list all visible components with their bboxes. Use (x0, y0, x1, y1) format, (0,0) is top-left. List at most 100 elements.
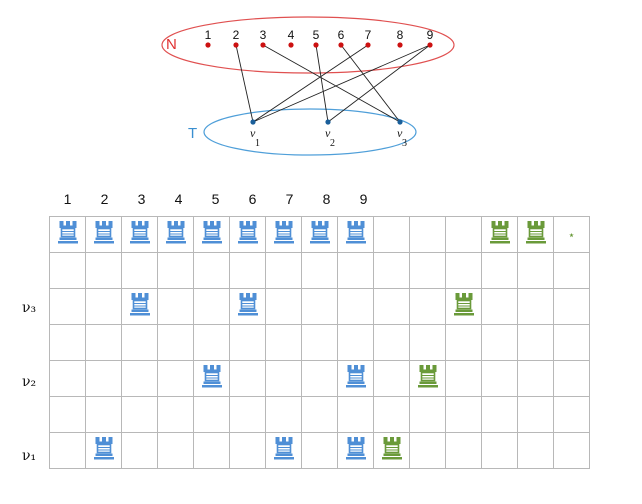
green-rook-icon (489, 221, 511, 248)
board-cell (229, 360, 266, 397)
board-row: ⋆ (49, 216, 590, 253)
board-cell (157, 252, 194, 289)
board-cell (409, 216, 446, 253)
board-cell (517, 252, 554, 289)
board-cell (373, 360, 410, 397)
t-node-base: v (325, 126, 331, 140)
board-cell (49, 360, 86, 397)
blue-rook-icon (273, 221, 295, 248)
green-rook-icon (417, 365, 439, 392)
board-cell (337, 216, 374, 253)
board-cell (229, 324, 266, 361)
board-cell (301, 432, 338, 469)
edge-7-v1 (252, 44, 369, 123)
board-cell (517, 216, 554, 253)
column-number: 4 (174, 191, 183, 207)
board-cell (193, 252, 230, 289)
board-cell (49, 252, 86, 289)
n-node-8 (397, 42, 403, 48)
t-node-subscript: 3 (402, 138, 407, 149)
board-cell (157, 360, 194, 397)
t-node-base: v (250, 126, 256, 140)
board-cell (517, 360, 554, 397)
board-cell (517, 288, 554, 325)
blue-rook-icon (201, 221, 223, 248)
n-node-5 (313, 42, 319, 48)
n-node-label: 7 (365, 28, 372, 42)
board-cell (373, 324, 410, 361)
edge-2-v1 (235, 44, 254, 123)
t-node-base: v (397, 126, 403, 140)
t-node-subscript: 1 (255, 138, 260, 149)
board-row (49, 396, 590, 433)
n-node-1 (205, 42, 211, 48)
board-cell (445, 360, 482, 397)
board-cell (265, 396, 302, 433)
rook-board: ⋆ (49, 216, 590, 469)
board-cell (193, 432, 230, 469)
board-cell (49, 288, 86, 325)
n-node-7 (365, 42, 371, 48)
n-node-label: 4 (288, 28, 295, 42)
n-node-label: 9 (427, 28, 434, 42)
board-cell (301, 288, 338, 325)
t-node-subscript: 2 (330, 138, 335, 149)
board-cell (481, 252, 518, 289)
t-set-ellipse (203, 108, 417, 156)
board-cell (85, 324, 122, 361)
blue-rook-icon (345, 437, 367, 464)
board-row (49, 432, 590, 469)
n-node-label: 5 (313, 28, 320, 42)
edge-9-v1 (252, 44, 431, 123)
board-cell (229, 288, 266, 325)
board-cell (49, 432, 86, 469)
board-cell (121, 288, 158, 325)
board-cell (301, 396, 338, 433)
board-cell (445, 432, 482, 469)
n-node-label: 6 (338, 28, 345, 42)
board-cell (373, 432, 410, 469)
board-cell (265, 216, 302, 253)
blue-rook-icon (129, 293, 151, 320)
board-cell (49, 216, 86, 253)
row-label: ν₃ (22, 300, 37, 316)
board-cell (85, 288, 122, 325)
board-cell (193, 288, 230, 325)
n-node-label: 3 (260, 28, 267, 42)
board-cell (337, 396, 374, 433)
blue-rook-icon (345, 221, 367, 248)
n-node-label: 8 (397, 28, 404, 42)
board-cell (121, 252, 158, 289)
board-cell (193, 324, 230, 361)
board-cell (85, 360, 122, 397)
board-cell (121, 396, 158, 433)
board-cell (265, 360, 302, 397)
board-cell (445, 288, 482, 325)
board-cell (409, 396, 446, 433)
board-cell (229, 216, 266, 253)
board-cell (85, 252, 122, 289)
n-node-3 (260, 42, 266, 48)
column-number: 5 (211, 191, 220, 207)
board-cell (121, 324, 158, 361)
board-cell (409, 324, 446, 361)
column-number: 2 (100, 191, 109, 207)
board-cell (265, 288, 302, 325)
t-node-v3 (397, 119, 403, 125)
board-cell (301, 252, 338, 289)
blue-rook-icon (345, 365, 367, 392)
green-rook-icon (381, 437, 403, 464)
board-cell (481, 216, 518, 253)
blue-rook-icon (309, 221, 331, 248)
board-cell (121, 216, 158, 253)
board-cell (553, 252, 590, 289)
board-cell (409, 432, 446, 469)
board-cell (517, 324, 554, 361)
board-row (49, 360, 590, 397)
n-node-9 (427, 42, 433, 48)
board-row (49, 288, 590, 325)
board-cell (157, 324, 194, 361)
t-set-label: T (188, 125, 197, 142)
blue-rook-icon (273, 437, 295, 464)
blue-rook-icon (93, 437, 115, 464)
